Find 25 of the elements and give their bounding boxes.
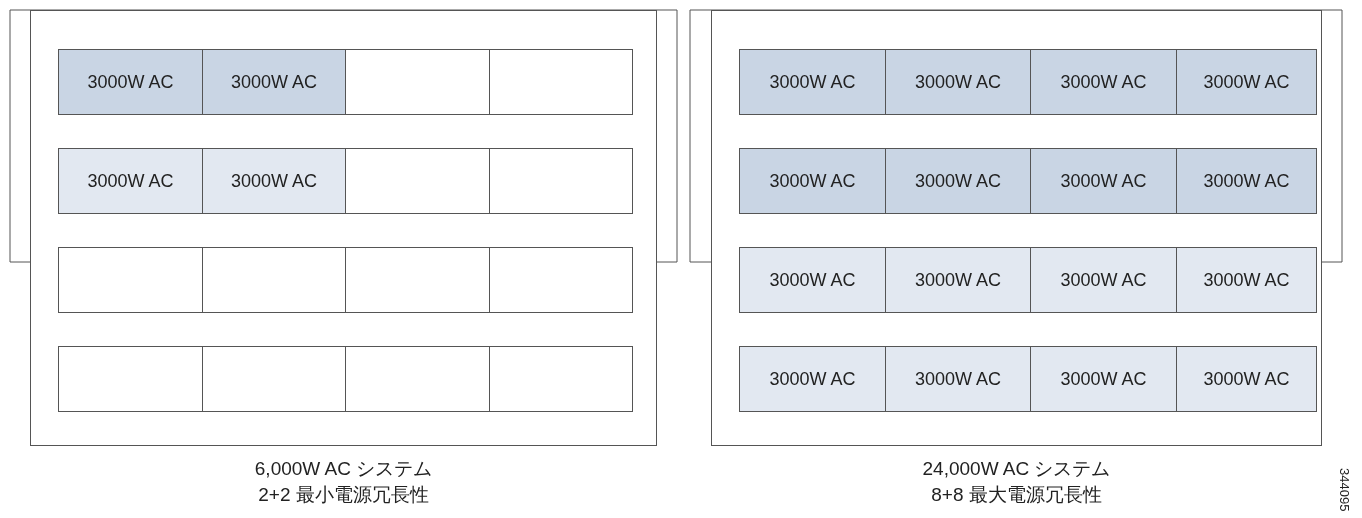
power-supply-module: 3000W AC (1176, 346, 1317, 412)
chassis-caption: 8+8 最大電源冗長性 (930, 483, 1103, 507)
power-supply-module: 3000W AC (885, 346, 1031, 412)
chassis-caption: 6,000W AC システム (253, 457, 434, 481)
power-supply-module: 3000W AC (1030, 247, 1177, 313)
power-supply-module: 3000W AC (1030, 49, 1177, 115)
figure-number: 344095 (1337, 468, 1352, 512)
power-supply-module: 3000W AC (739, 247, 886, 313)
chassis-caption: 24,000W AC システム (921, 457, 1112, 481)
power-supply-module: 3000W AC (739, 346, 886, 412)
power-supply-module: 3000W AC (885, 247, 1031, 313)
power-supply-module: 3000W AC (739, 148, 886, 214)
power-supply-module: 3000W AC (885, 148, 1031, 214)
power-supply-module: 3000W AC (58, 148, 203, 214)
power-supply-module: 3000W AC (739, 49, 886, 115)
power-supply-module: 3000W AC (202, 148, 346, 214)
power-supply-module: 3000W AC (1176, 247, 1317, 313)
power-supply-module: 3000W AC (1176, 49, 1317, 115)
power-supply-module: 3000W AC (1030, 346, 1177, 412)
power-supply-module: 3000W AC (58, 49, 203, 115)
power-supply-module: 3000W AC (885, 49, 1031, 115)
chassis-caption: 2+2 最小電源冗長性 (257, 483, 430, 507)
power-supply-module: 3000W AC (1176, 148, 1317, 214)
power-supply-module: 3000W AC (1030, 148, 1177, 214)
power-supply-module: 3000W AC (202, 49, 346, 115)
